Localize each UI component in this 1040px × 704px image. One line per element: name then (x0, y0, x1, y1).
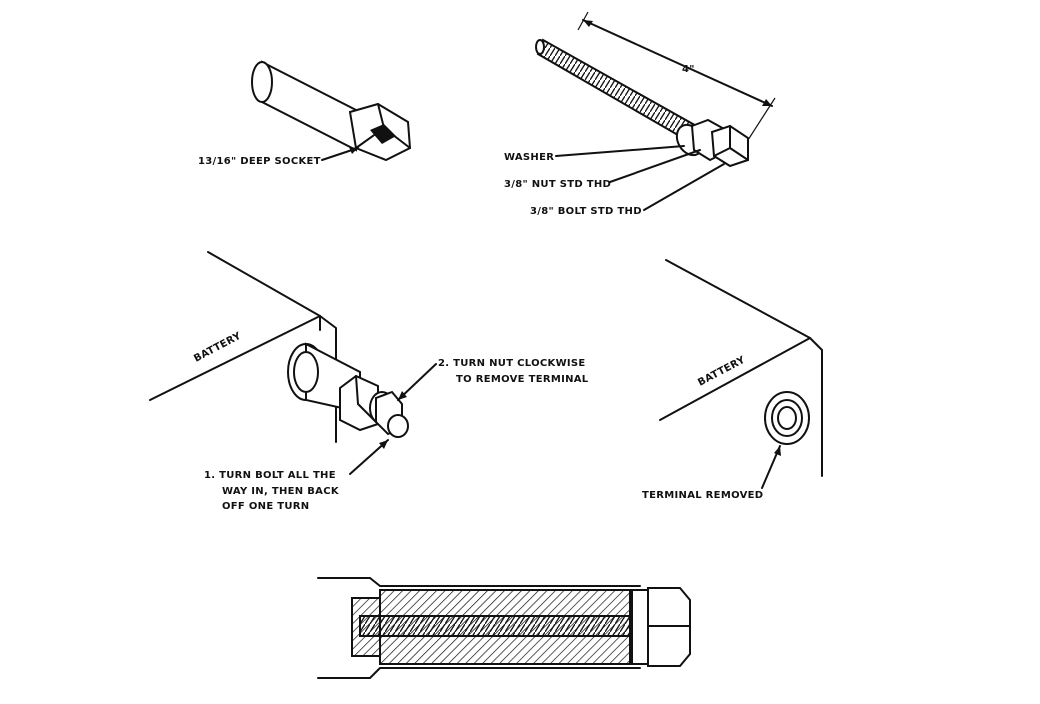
nut-label: 3/8" NUT STD THD (504, 179, 611, 190)
washer-leader (555, 145, 685, 157)
step2-line2: TO REMOVE TERMINAL (456, 374, 589, 385)
washer-label: WASHER (504, 152, 554, 163)
left-battery-illustration: BATTERY (149, 251, 409, 443)
length-dimension: 4" (577, 11, 776, 141)
step2-line1: 2. TURN NUT CLOCKWISE (438, 358, 586, 369)
bolt-nut-illustration (535, 38, 749, 168)
cross-section-illustration (317, 577, 691, 679)
deep-socket-label: 13/16" DEEP SOCKET (198, 156, 321, 167)
left-battery-label: BATTERY (192, 330, 243, 364)
step1-line2: WAY IN, THEN BACK (222, 486, 340, 497)
terminal-removed-label: TERMINAL REMOVED (642, 490, 763, 501)
nut-leader (609, 149, 701, 183)
deep-socket-illustration (251, 60, 412, 162)
right-battery-illustration: BATTERY (659, 259, 823, 477)
step1-line1: 1. TURN BOLT ALL THE (204, 470, 336, 481)
step1-line3: OFF ONE TURN (222, 501, 309, 512)
bolt-leader (643, 163, 725, 211)
bolt-label: 3/8" BOLT STD THD (530, 206, 642, 217)
right-battery-label: BATTERY (696, 354, 747, 388)
length-label: 4" (682, 64, 695, 75)
